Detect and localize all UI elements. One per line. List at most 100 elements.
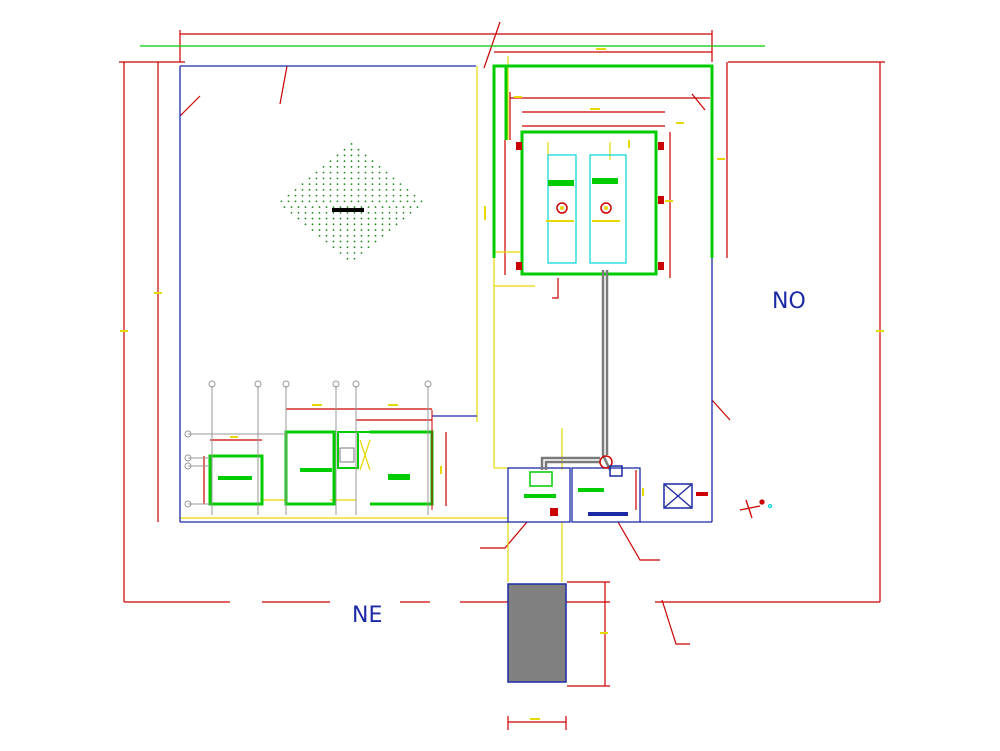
tree-dot xyxy=(329,183,332,186)
tree-dot xyxy=(311,229,314,231)
tree-dot xyxy=(357,154,360,157)
tree-dot xyxy=(409,211,412,214)
tree-dot xyxy=(308,177,311,180)
tree-dot xyxy=(381,223,384,226)
tree-dot xyxy=(290,211,293,214)
tree-dot xyxy=(374,240,377,243)
tree-dot xyxy=(350,194,353,197)
tree-dot xyxy=(336,183,339,186)
tree-dot xyxy=(322,194,325,197)
tree-dot xyxy=(385,183,388,186)
tree-dot xyxy=(395,223,398,226)
tree-dot xyxy=(406,200,409,203)
tree-dot xyxy=(381,217,384,220)
tree-dot xyxy=(395,211,398,214)
tree-dot xyxy=(378,200,381,203)
tree-dot xyxy=(388,206,391,209)
tree-dot xyxy=(378,188,381,191)
tree-dot xyxy=(371,171,374,174)
tree-dot xyxy=(388,229,391,231)
tree-dot xyxy=(378,183,381,186)
tree-dot xyxy=(336,154,339,157)
tree-dot xyxy=(346,246,349,249)
fence-walls xyxy=(492,64,714,258)
tree-dot xyxy=(332,211,335,214)
label-north-east: NE xyxy=(352,603,382,628)
tree-dot xyxy=(371,188,374,191)
tree-dot xyxy=(346,257,349,260)
tree-dot xyxy=(416,206,419,209)
tree-dot xyxy=(381,206,384,209)
tree-dot xyxy=(343,154,346,157)
tree-dot xyxy=(392,183,395,186)
tree-dot xyxy=(343,166,346,168)
tree-dot xyxy=(308,188,311,191)
tree-dot xyxy=(290,206,293,209)
tree-dot xyxy=(413,200,416,203)
tree-symbol xyxy=(280,143,423,260)
tree-dot xyxy=(374,217,377,220)
tree-dot xyxy=(294,194,297,197)
tree-dot xyxy=(364,160,367,163)
tree-dot xyxy=(329,200,332,203)
tree-dot xyxy=(318,217,321,220)
tree-dot xyxy=(311,211,314,214)
tree-dot xyxy=(371,194,374,197)
tree-dot xyxy=(339,206,342,209)
tree-dot xyxy=(297,217,300,220)
service-buildings xyxy=(208,410,434,510)
tree-dot xyxy=(360,217,363,220)
tree-dot xyxy=(329,194,332,197)
tree-dot xyxy=(364,200,367,203)
tree-dot xyxy=(381,234,384,237)
tree-dot xyxy=(332,217,335,220)
tree-dot xyxy=(332,246,335,249)
tree-dot xyxy=(339,217,342,220)
tree-dot xyxy=(304,211,307,214)
tree-dot xyxy=(329,166,332,168)
tree-dot xyxy=(402,217,405,220)
tree-dot xyxy=(374,206,377,209)
tree-dot xyxy=(367,223,370,226)
tree-dot xyxy=(346,217,349,220)
tree-dot xyxy=(360,206,363,209)
tree-dot xyxy=(385,194,388,197)
tree-dot xyxy=(357,171,360,174)
tree-dot xyxy=(339,246,342,249)
tree-dot xyxy=(339,234,342,237)
tree-dot xyxy=(357,166,360,168)
tree-dot xyxy=(357,183,360,186)
tree-dot xyxy=(329,160,332,163)
tree-dot xyxy=(325,211,328,214)
outer-dimension-lines xyxy=(119,21,885,730)
tree-dot xyxy=(322,188,325,191)
tree-dot xyxy=(336,194,339,197)
tree-dot xyxy=(336,200,339,203)
tree-dot xyxy=(367,229,370,231)
tree-dot xyxy=(357,148,360,151)
tree-dot xyxy=(385,171,388,174)
tree-dot xyxy=(353,229,356,231)
tree-dot xyxy=(364,183,367,186)
tree-dot xyxy=(301,200,304,203)
tree-dot xyxy=(392,177,395,180)
tree-dot xyxy=(308,200,311,203)
cistern-tank xyxy=(507,583,567,683)
tree-dot xyxy=(318,234,321,237)
tree-dot xyxy=(367,206,370,209)
tree-dot xyxy=(297,206,300,209)
tree-dot xyxy=(325,217,328,220)
tree-dot xyxy=(406,194,409,197)
tree-dot xyxy=(385,188,388,191)
tree-dot xyxy=(315,177,318,180)
tree-dot xyxy=(360,229,363,231)
tree-dot xyxy=(287,200,290,203)
tree-dot xyxy=(280,200,283,203)
tree-dot xyxy=(343,171,346,174)
tree-dot xyxy=(332,206,335,209)
tree-dot xyxy=(378,171,381,174)
tree-dot xyxy=(301,194,304,197)
tree-dot xyxy=(336,177,339,180)
tree-dot xyxy=(364,177,367,180)
